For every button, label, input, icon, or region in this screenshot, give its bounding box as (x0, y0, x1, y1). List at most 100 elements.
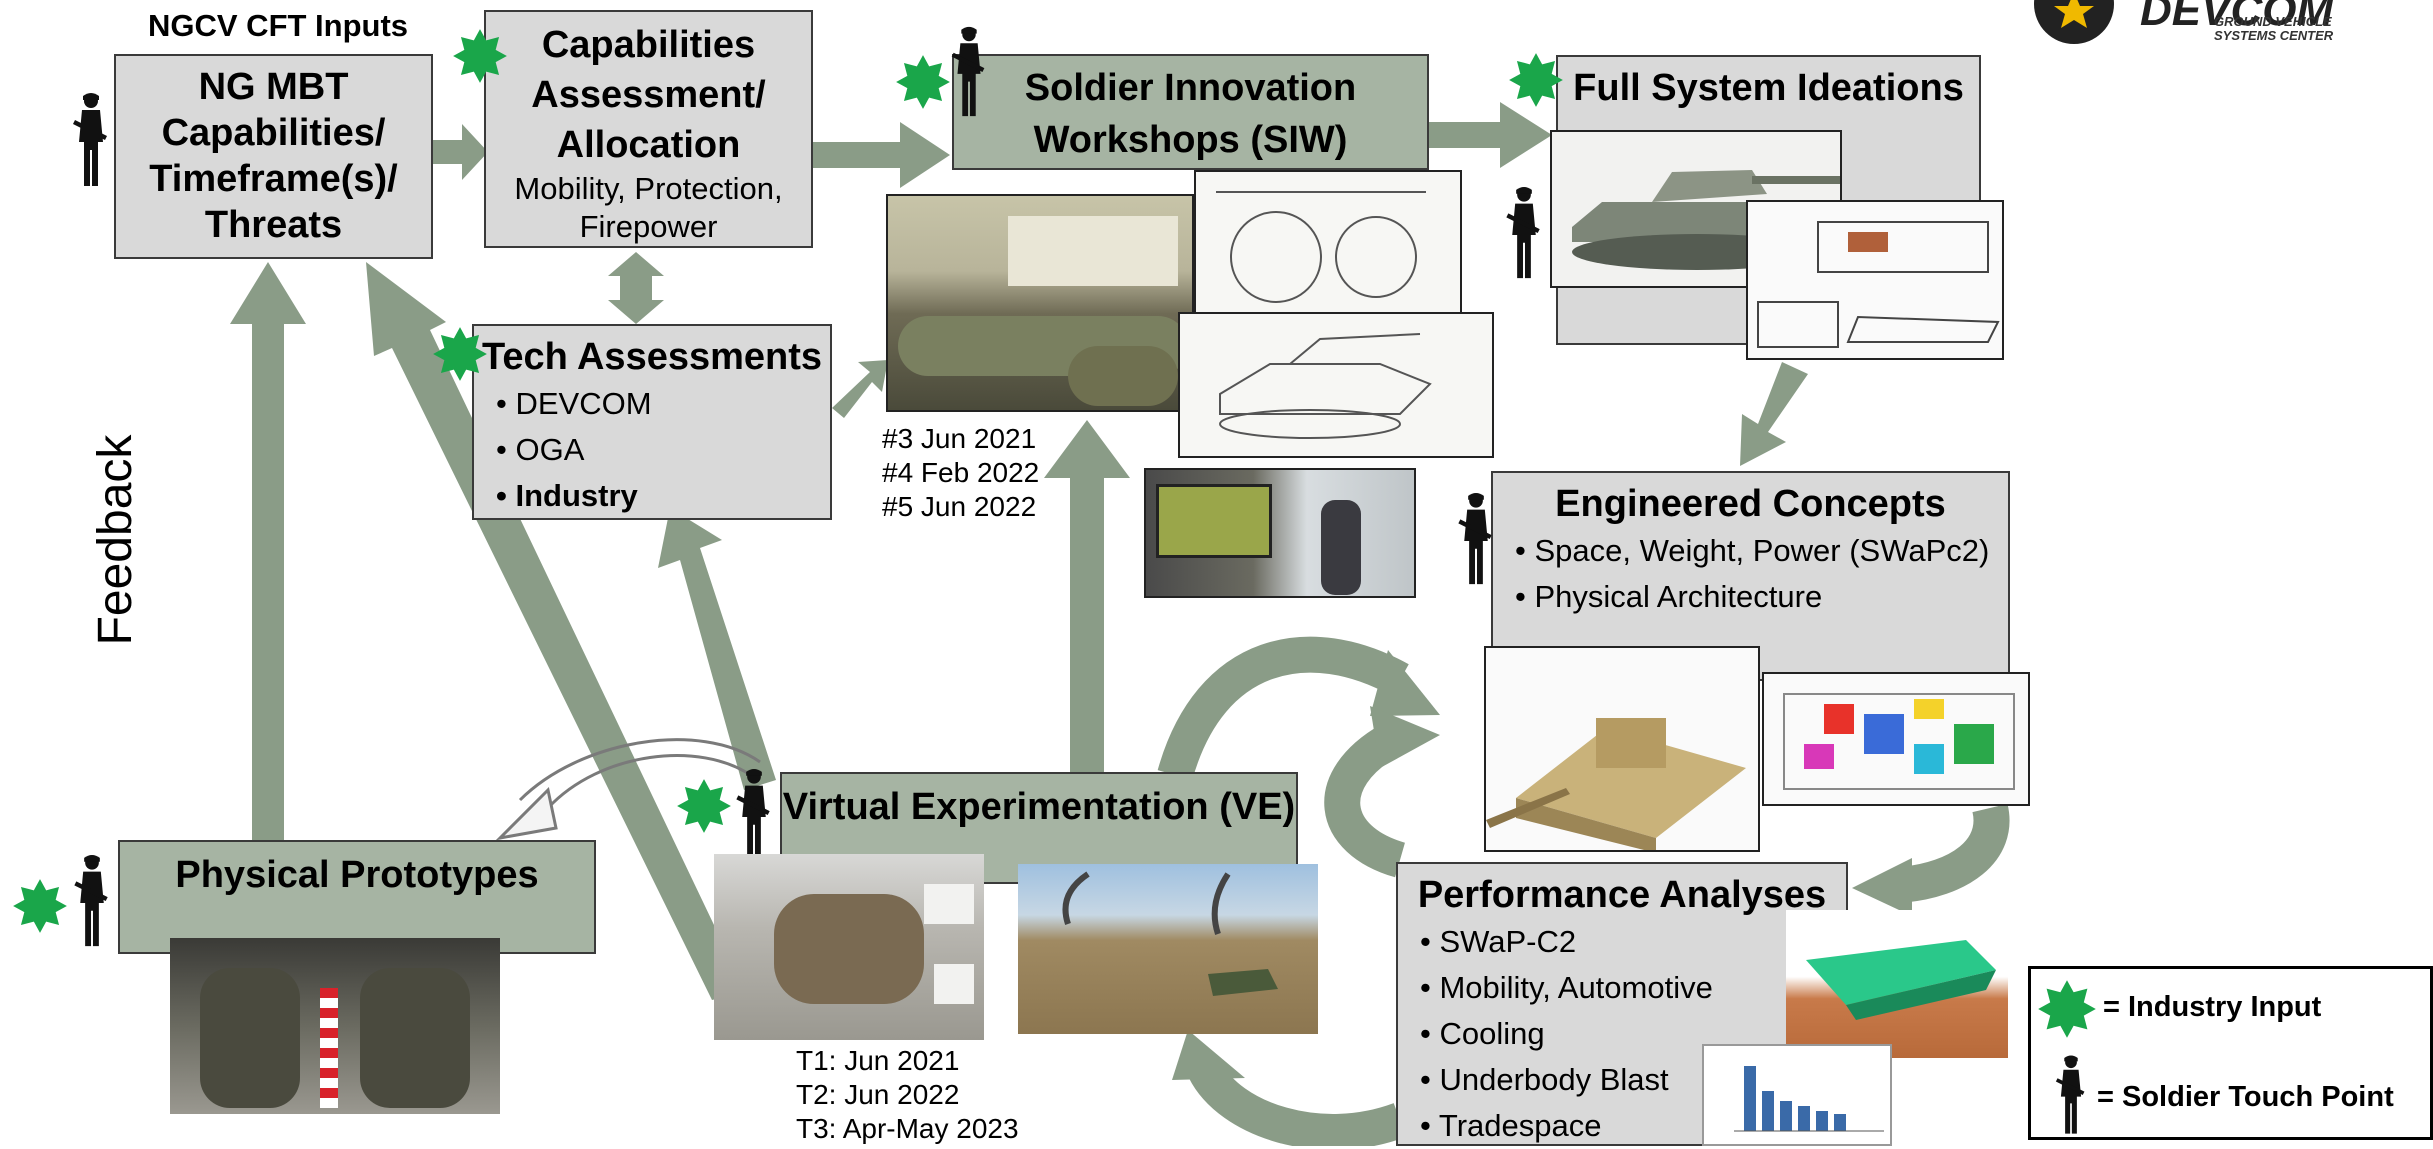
soldier-icon (1502, 184, 1546, 282)
feedback-label: Feedback (89, 434, 142, 646)
arrow-feedback (230, 262, 306, 840)
industry-star-icon (452, 28, 508, 84)
industry-star-icon (676, 778, 732, 834)
siw-dates: #3 Jun 2021 #4 Feb 2022 #5 Jun 2022 (882, 422, 1039, 524)
capabilities-box: Capabilities Assessment/ Allocation Mobi… (484, 10, 813, 248)
industry-star-icon (432, 326, 488, 382)
tech-assessments-box: Tech Assessments DEVCOM OGA Industry (472, 324, 832, 520)
siw-vr-photo (1144, 468, 1416, 598)
tech-item: Industry (496, 473, 830, 519)
perf-title: Performance Analyses (1417, 874, 1827, 916)
soldier-icon (68, 90, 114, 190)
devcom-logo-icon (2034, 0, 2114, 44)
ve-sim-screenshot (1018, 864, 1318, 1034)
proto-title: Physical Prototypes (175, 854, 539, 896)
tank-drawing-icon (1757, 221, 2000, 348)
ngcv-inputs-label: NGCV CFT Inputs (148, 8, 409, 43)
perf-item: Underbody Blast (1420, 1057, 1846, 1103)
siw-date: #4 Feb 2022 (882, 457, 1040, 488)
eng-item: Space, Weight, Power (SWaPc2) (1515, 528, 2008, 574)
devcom-logo: DEVCOM GROUND VEHICLE SYSTEMS CENTER (2034, 0, 2433, 46)
tech-title: Tech Assessments (481, 336, 823, 378)
industry-star-icon (1508, 52, 1564, 108)
tech-item: DEVCOM (496, 381, 830, 427)
eng-tank-cutaway (1484, 646, 1760, 852)
blast-sim-icon (1806, 940, 1996, 1020)
industry-star-icon (12, 878, 68, 934)
fsi-title: Full System Ideations (1573, 67, 1964, 109)
tradespace-chart-icon (1734, 1066, 1884, 1132)
cap-line5: Firepower (579, 209, 718, 244)
helmet-sketch-icon (1216, 191, 1426, 303)
legend-industry: = Industry Input (2103, 991, 2322, 1023)
soldier-icon (2051, 1053, 2091, 1137)
arrow-mbt-to-cap (432, 124, 488, 180)
soldier-icon (70, 852, 114, 950)
cap-line1: Capabilities (541, 24, 756, 66)
ve-dates: T1: Jun 2021 T2: Jun 2022 T3: Apr-May 20… (796, 1044, 1019, 1146)
arrow-cap-tech (608, 252, 664, 324)
perf-blast-sim (1786, 910, 2008, 1058)
arrow-perf-to-eng-curve (1324, 724, 1406, 878)
legend-box: = Industry Input = Soldier Touch Point (2028, 966, 2433, 1140)
mbt-line4: Threats (204, 204, 343, 246)
arrow-ve-to-proto-outline (518, 738, 761, 802)
tank-sketch-icon (1219, 333, 1432, 439)
ng-mbt-box: NG MBT Capabilities/ Timeframe(s)/ Threa… (114, 54, 433, 259)
siw-date: #5 Jun 2022 (882, 491, 1037, 522)
ve-soldiers-photo (714, 854, 984, 1040)
perf-item: Cooling (1420, 1011, 1846, 1057)
arrow-ve-to-eng-curve (1157, 636, 1409, 781)
arrow-ve-to-siw (1044, 420, 1130, 782)
soldier-icon (732, 766, 776, 864)
siw-sketch-tank (1178, 312, 1494, 458)
perf-item: Mobility, Automotive (1420, 965, 1846, 1011)
legend-soldier: = Soldier Touch Point (2097, 1081, 2394, 1113)
soldier-icon (1454, 490, 1498, 588)
eng-item: Physical Architecture (1515, 574, 2008, 620)
arrow-tech-to-siw (832, 360, 888, 418)
industry-star-icon (895, 54, 951, 110)
ve-date: T1: Jun 2021 (796, 1045, 960, 1076)
perf-item: SWaP-C2 (1420, 919, 1846, 965)
siw-sketch-helmet (1194, 170, 1462, 315)
soldier-icon (948, 24, 990, 120)
siw-box: Soldier Innovation Workshops (SIW) (952, 54, 1429, 170)
engineered-concepts-box: Engineered Concepts Space, Weight, Power… (1491, 471, 2010, 681)
perf-tradespace-chart (1702, 1044, 1892, 1146)
siw-workshop-photo (886, 194, 1194, 412)
cap-line3: Allocation (556, 124, 741, 166)
eng-title: Engineered Concepts (1555, 483, 1946, 525)
physical-prototypes-box: Physical Prototypes (118, 840, 596, 954)
tech-item: OGA (496, 427, 830, 473)
eng-layout-diagram (1762, 672, 2030, 806)
logo-sub1: GROUND VEHICLE (2214, 14, 2332, 29)
arrow-ve-to-tech (658, 508, 776, 790)
tank-cutaway-icon (1486, 718, 1746, 850)
siw-date: #3 Jun 2021 (882, 423, 1037, 454)
siw-line1: Soldier Innovation (1024, 67, 1357, 109)
arrow-fsi-to-eng (1740, 362, 1808, 466)
ve-date: T2: Jun 2022 (796, 1079, 960, 1110)
arrow-ve-to-mbt (366, 262, 746, 1000)
arrow-siw-to-fsi (1428, 102, 1552, 168)
siw-line2: Workshops (SIW) (1033, 119, 1348, 161)
mbt-line1: NG MBT (198, 66, 349, 108)
ve-title: Virtual Experimentation (VE) (782, 786, 1296, 828)
sim-tank-icon (1062, 871, 1278, 996)
fsi-tank-drawing (1746, 200, 2004, 360)
arrow-cap-to-siw (812, 122, 950, 188)
layout-diagram-icon (1783, 693, 2015, 790)
mbt-line3: Timeframe(s)/ (149, 158, 398, 200)
prototype-photo (170, 938, 500, 1114)
industry-star-icon (2037, 979, 2097, 1039)
perf-item: Tradespace (1420, 1103, 1846, 1149)
arrow-eng-to-perf-curve (1898, 803, 2010, 903)
arrow-perf-to-ve-curve (1188, 1060, 1407, 1146)
ve-date: T3: Apr-May 2023 (796, 1113, 1019, 1144)
cap-line4: Mobility, Protection, (514, 171, 783, 206)
mbt-line2: Capabilities/ (161, 112, 386, 154)
logo-sub2: SYSTEMS CENTER (2214, 28, 2334, 43)
logo-brand: DEVCOM (2140, 0, 2334, 35)
